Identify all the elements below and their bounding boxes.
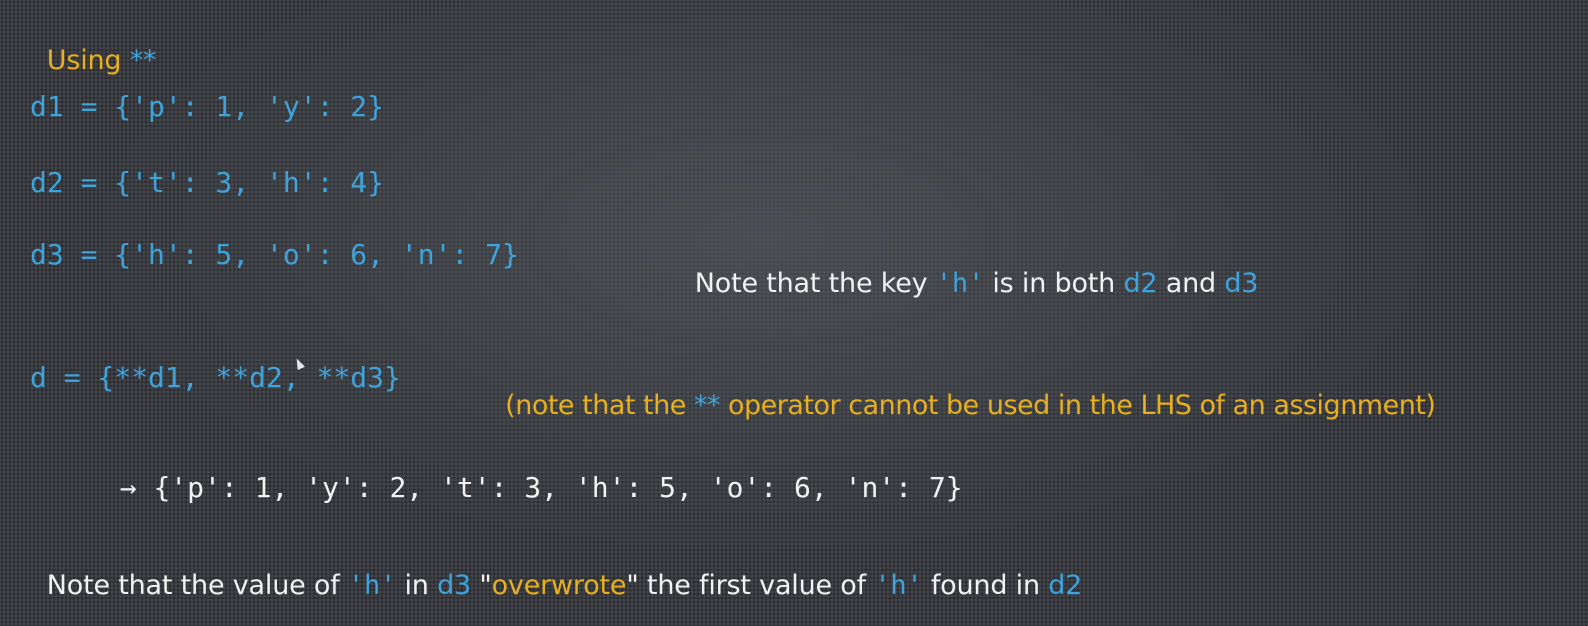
- note3-key-2: 'h': [874, 570, 923, 601]
- note2-operator: **: [693, 390, 721, 421]
- note3-text-3: ": [471, 570, 492, 601]
- note-overwrote: Note that the value of 'h' in d3 "overwr…: [30, 545, 1083, 601]
- note3-d3: d3: [437, 570, 471, 601]
- code-line-d3: d3 = {'h': 5, 'o': 6, 'n': 7}: [30, 238, 519, 271]
- heading-operator: **: [129, 45, 157, 76]
- note1-text-1: Note that the key: [694, 268, 936, 299]
- note3-overwrote: overwrote: [491, 570, 627, 601]
- note1-text-2: is in both: [984, 268, 1124, 299]
- note1-d2: d2: [1123, 268, 1158, 299]
- note-key-in-both: Note that the key 'h' is in both d2 and …: [678, 243, 1259, 299]
- result-dict: {'p': 1, 'y': 2, 't': 3, 'h': 5, 'o': 6,…: [153, 471, 963, 504]
- note3-text-4: " the first value of: [626, 570, 875, 601]
- code-line-d2: d2 = {'t': 3, 'h': 4}: [30, 166, 385, 199]
- note2-text-2: operator cannot be used in the LHS of an…: [719, 390, 1436, 421]
- code-line-merge: d = {**d1, **d2, **d3}: [30, 361, 401, 394]
- code-line-d1: d1 = {'p': 1, 'y': 2}: [30, 90, 385, 123]
- note3-d2: d2: [1048, 570, 1083, 601]
- note2-text-1: (note that the: [505, 390, 694, 421]
- note-lhs-assignment: (note that the ** operator cannot be use…: [489, 365, 1436, 421]
- note1-d3: d3: [1224, 268, 1259, 299]
- result-line: → {'p': 1, 'y': 2, 't': 3, 'h': 5, 'o': …: [86, 446, 963, 502]
- slide-heading: Using **: [30, 20, 157, 76]
- note1-text-3: and: [1157, 268, 1225, 299]
- note3-text-2: in: [396, 570, 438, 601]
- note3-text-1: Note that the value of: [46, 570, 348, 601]
- note3-text-5: found in: [922, 570, 1049, 601]
- arrow-icon: →: [119, 471, 154, 504]
- heading-text: Using: [46, 45, 130, 76]
- note1-key: 'h': [935, 268, 984, 299]
- note3-key-1: 'h': [347, 570, 397, 601]
